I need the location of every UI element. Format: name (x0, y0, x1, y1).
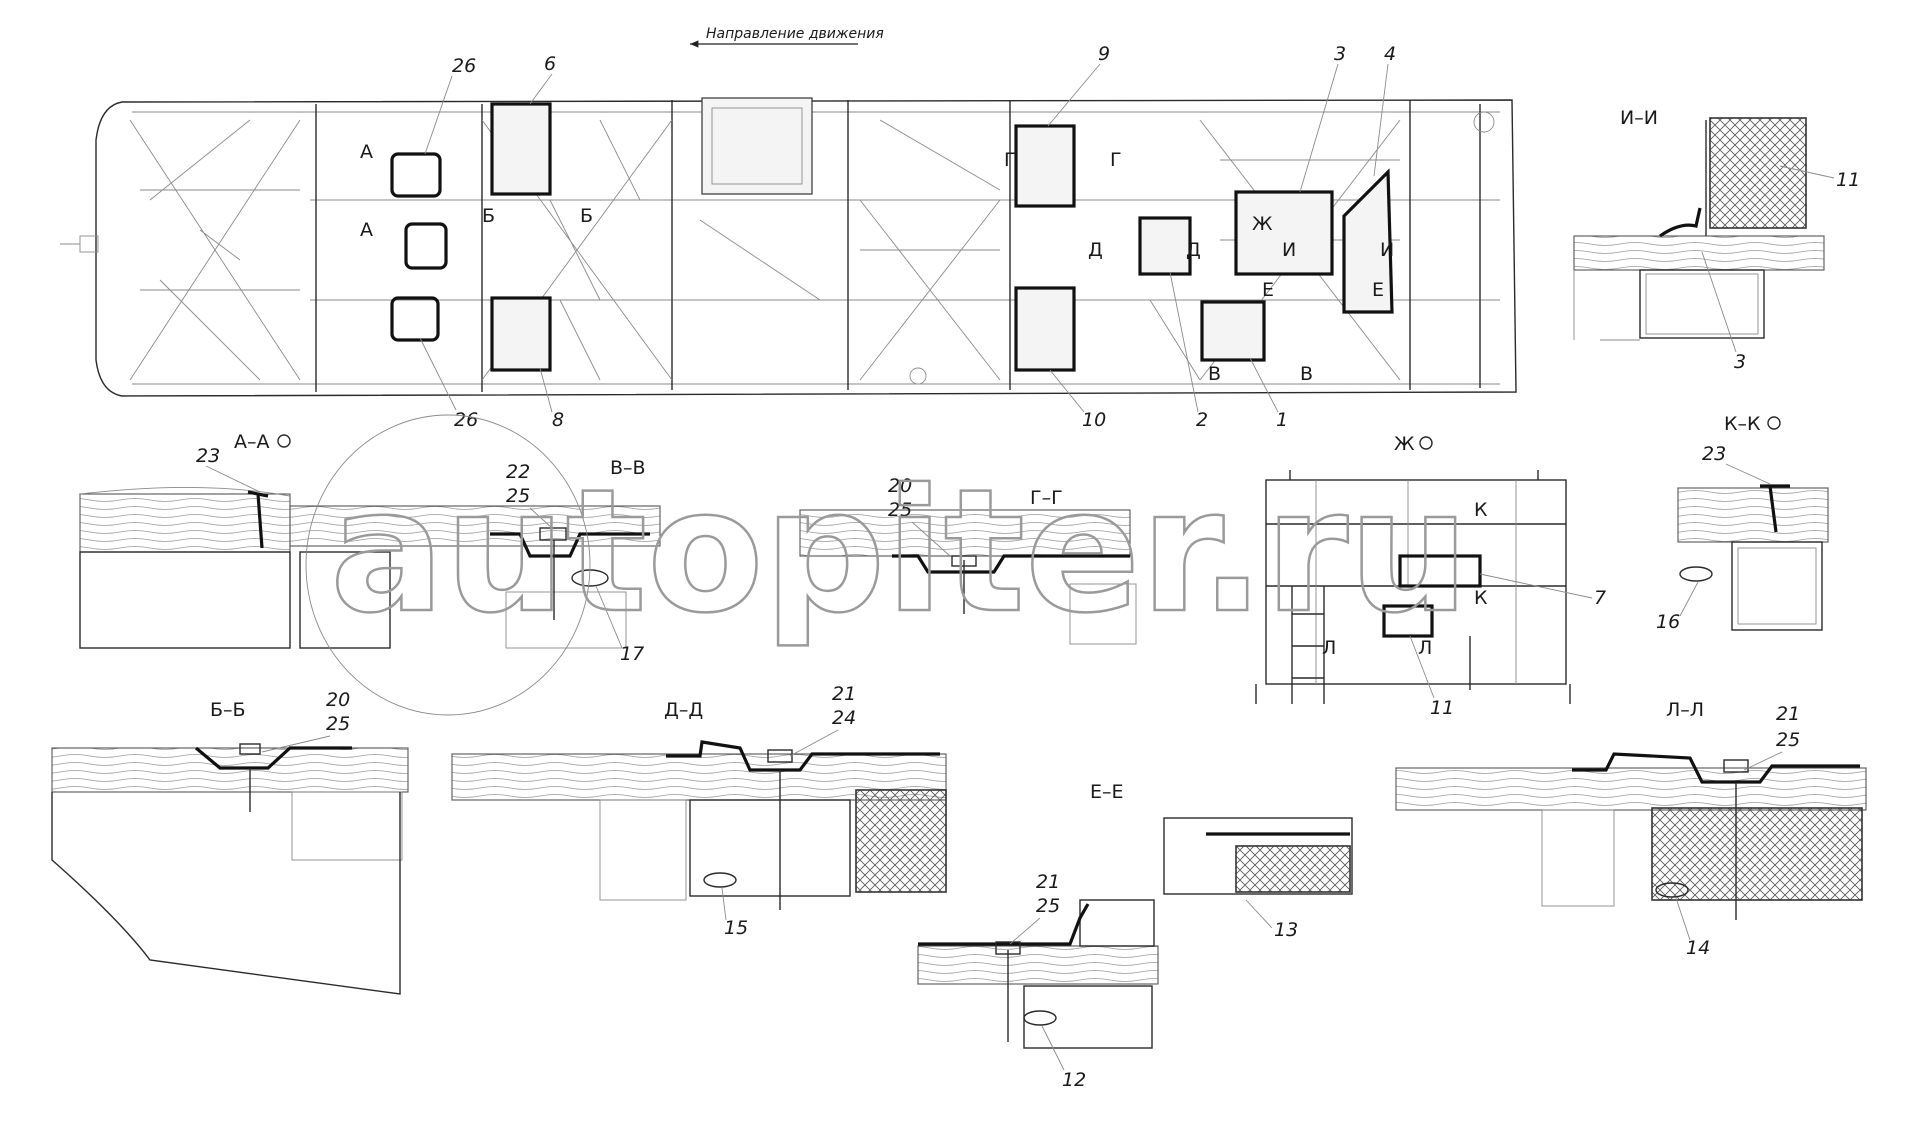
watermark: autopiter.ru (330, 453, 1469, 651)
section-part-label: 12 (1062, 1069, 1086, 1091)
cut-mark: Г (1110, 149, 1122, 171)
section-bb: Б–Б 20 25 (51, 689, 409, 995)
cut-mark: В (1300, 363, 1313, 385)
section-part-label: 13 (1274, 919, 1298, 941)
cut-mark: Л (1418, 637, 1432, 659)
plan-part-label: 8 (552, 409, 564, 431)
section-part-label: 23 (1702, 443, 1726, 465)
cut-mark: Д (1186, 239, 1201, 261)
section-title: А–А (234, 431, 270, 453)
section-gg: Г–Г 20 25 (799, 475, 1137, 645)
section-part-label: 20 (326, 689, 350, 711)
section-part-label: 16 (1656, 611, 1680, 633)
section-title: Е–Е (1090, 781, 1124, 803)
section-dd: Д–Д 21 24 15 (451, 683, 947, 939)
cut-mark: Е (1372, 279, 1384, 301)
section-vv: В–В 22 25 17 (289, 414, 661, 716)
section-part-label: 11 (1430, 697, 1454, 719)
plan-part-label: 10 (1082, 409, 1106, 431)
access-hatches (390, 102, 1394, 372)
section-part-label: 7 (1594, 587, 1606, 609)
cut-mark: В (1208, 363, 1221, 385)
plan-part-label: 2 (1196, 409, 1208, 431)
section-part-label: 17 (620, 643, 644, 665)
section-ee: Е–Е 21 25 13 12 (917, 781, 1353, 1091)
cut-mark: И (1380, 239, 1394, 261)
section-part-label: 11 (1836, 169, 1860, 191)
section-title: Г–Г (1030, 487, 1063, 509)
section-part-label: 25 (1776, 729, 1800, 751)
section-part-label: 20 (888, 475, 912, 497)
section-title: К–К (1724, 413, 1761, 435)
section-part-label: 25 (326, 713, 350, 735)
section-ll: Л–Л 21 25 14 (1395, 699, 1867, 959)
cut-mark: И (1282, 239, 1296, 261)
section-part-label: 3 (1734, 351, 1746, 373)
cut-mark: Б (580, 205, 593, 227)
view-zh: Ж К К 7 Л Л 11 (1255, 433, 1606, 719)
section-title: Б–Б (210, 699, 246, 721)
section-part-label: 22 (506, 461, 530, 483)
cut-mark: К (1474, 499, 1488, 521)
cut-mark: Л (1322, 637, 1336, 659)
section-part-label: 15 (724, 917, 748, 939)
section-title: В–В (610, 457, 646, 479)
cut-mark: Ж (1252, 213, 1273, 235)
section-title: Ж (1394, 433, 1415, 455)
section-part-label: 14 (1686, 937, 1710, 959)
section-title: Д–Д (664, 699, 703, 721)
plan-part-label: 26 (454, 409, 478, 431)
plan-part-label: 4 (1384, 43, 1396, 65)
section-ii: И–И 11 3 (1573, 107, 1860, 373)
cut-mark: Е (1262, 279, 1274, 301)
section-part-label: 23 (196, 445, 220, 467)
section-part-label: 21 (832, 683, 856, 705)
plan-part-label: 6 (544, 53, 556, 75)
section-part-label: 21 (1036, 871, 1060, 893)
section-part-label: 25 (506, 485, 530, 507)
cut-mark: Г (1004, 149, 1016, 171)
section-part-label: 24 (832, 707, 856, 729)
plan-part-label: 26 (452, 55, 476, 77)
plan-part-label: 9 (1098, 43, 1110, 65)
plan-part-label: 3 (1334, 43, 1346, 65)
cut-mark: Б (482, 205, 495, 227)
direction-indicator: Направление движения (690, 26, 884, 48)
section-kk: К–К 23 16 (1656, 413, 1829, 633)
cut-mark: К (1474, 587, 1488, 609)
section-aa: А–А 23 (79, 431, 291, 649)
direction-label: Направление движения (706, 26, 884, 42)
cut-mark: А (360, 219, 373, 241)
section-title: Л–Л (1666, 699, 1704, 721)
section-part-label: 25 (1036, 895, 1060, 917)
cut-mark: А (360, 141, 373, 163)
section-title: И–И (1620, 107, 1658, 129)
cut-mark: Д (1088, 239, 1103, 261)
plan-part-label: 1 (1276, 409, 1288, 431)
section-part-label: 25 (888, 499, 912, 521)
section-part-label: 21 (1776, 703, 1800, 725)
chassis-plan-view: 26 6 9 3 4 8 26 10 2 1 А А Б Б Г Г Д Д Ж… (60, 43, 1517, 431)
